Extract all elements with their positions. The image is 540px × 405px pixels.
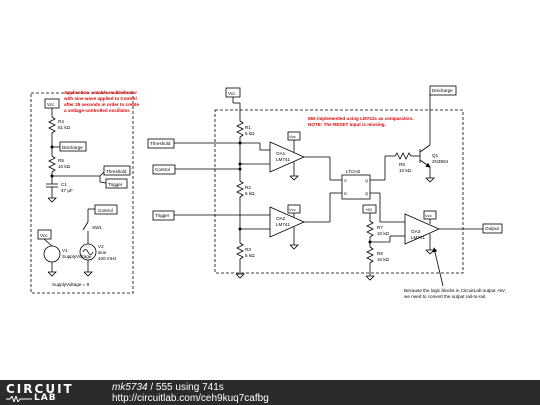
- resistor-r7: [366, 220, 374, 238]
- resistor-r8: [366, 246, 374, 264]
- note-logic-2: we need to convert the output rail-to-ra…: [404, 294, 486, 299]
- note-application-1: Application: astable multivibrator: [64, 90, 137, 95]
- vcc-label-top: Vcc: [228, 91, 236, 96]
- oa2-model: LM741: [276, 222, 290, 227]
- circuit-url[interactable]: http://circuitlab.com/ceh9kuq7cafbg: [112, 393, 269, 404]
- opamp-oa2: [269, 206, 305, 238]
- switch-sw1: [82, 221, 89, 231]
- r2-name: R2: [245, 185, 251, 190]
- note-logic-1: Because the logic blocks in CircuitLab o…: [404, 288, 506, 293]
- plus5v-tag: [362, 204, 377, 214]
- latch-s: S: [344, 178, 347, 183]
- threshold-tag-left: [103, 165, 131, 176]
- plus5v-label: +5V: [365, 207, 373, 212]
- latch-label: LTCH2: [346, 169, 361, 174]
- resistor-r5: [48, 155, 56, 173]
- v1-value: SupplyVoltage: [62, 254, 92, 259]
- note-impl-2: NOTE: The RESET input is missing.: [308, 122, 386, 127]
- oa3-model: LM741: [411, 235, 425, 240]
- resistor-r1: [236, 120, 244, 138]
- vcc-oa2-label: Vcc: [289, 207, 296, 212]
- r3-name: R3: [245, 247, 251, 252]
- opamp-oa3: [404, 213, 440, 245]
- r7-value: 10 kΩ: [377, 231, 390, 236]
- r8-name: R8: [377, 251, 383, 256]
- author-name[interactable]: mk5734: [112, 382, 148, 393]
- r5-value: 10 kΩ: [58, 164, 71, 169]
- r1-value: 5 kΩ: [245, 131, 255, 136]
- latch-qn: Q̄: [365, 191, 368, 196]
- r8-value: 10 kΩ: [377, 257, 390, 262]
- q1-model: 2N3904: [432, 159, 449, 164]
- circuitlab-logo[interactable]: CIRCUIT LAB: [6, 382, 96, 403]
- vcc-label-left: Vcc: [47, 102, 55, 107]
- v2-name: V2: [98, 244, 104, 249]
- trigger-tag-right: [152, 210, 175, 221]
- control-tag-left: [94, 204, 118, 215]
- output-tag: [482, 223, 503, 234]
- threshold-tag-right: [147, 138, 175, 149]
- logo-text-top: CIRCUIT: [6, 382, 74, 396]
- r1-name: R1: [245, 125, 251, 130]
- threshold-label-right: Threshold: [150, 141, 171, 146]
- resistor-r2: [236, 180, 244, 198]
- control-tag-right: [152, 164, 176, 175]
- r2-value: 5 kΩ: [245, 191, 255, 196]
- sw1-label: SW1: [92, 225, 102, 230]
- discharge-tag-right: [429, 85, 457, 96]
- r6-name: R6: [399, 162, 405, 167]
- vcc-oa3-label: Vcc: [425, 213, 432, 218]
- note-application-2: with sine wave applied to Control: [63, 96, 137, 101]
- control-label-right: Control: [155, 167, 170, 172]
- title-separator: /: [147, 382, 156, 393]
- v2-type: sine: [98, 250, 107, 255]
- oa3-name: OA3: [411, 229, 421, 234]
- resistor-r4: [48, 116, 56, 134]
- discharge-label-left: Discharge: [62, 145, 83, 150]
- r3-value: 5 kΩ: [245, 253, 255, 258]
- note-application-4: a voltage-controlled oscillator.: [64, 108, 130, 113]
- circuit-title: mk5734 / 555 using 741s: [112, 382, 224, 393]
- source-v1: [43, 245, 61, 263]
- trigger-label-left: Trigger: [108, 182, 123, 187]
- logo-wave-icon: [6, 396, 32, 402]
- logo-text-bottom: LAB: [34, 393, 57, 403]
- right-dashed-box: [214, 109, 464, 274]
- output-label: Output: [485, 226, 500, 231]
- opamp-oa1: [269, 141, 305, 173]
- c1-value: 47 μF: [61, 188, 73, 193]
- control-label-left: Control: [98, 208, 113, 213]
- note-application-3: after 25 seconds in order to create: [64, 102, 140, 107]
- circuit-name: 555 using 741s: [155, 382, 224, 393]
- latch-q: Q: [365, 178, 368, 183]
- supply-note: SupplyVoltage = 9: [52, 282, 90, 287]
- r6-value: 10 kΩ: [399, 168, 412, 173]
- latch-r: R: [344, 191, 347, 196]
- oa1-name: OA1: [276, 151, 286, 156]
- r4-name: R4: [58, 119, 64, 124]
- v1-name: V1: [62, 248, 68, 253]
- resistor-r6: [394, 152, 412, 160]
- trigger-label-right: Trigger: [155, 213, 170, 218]
- latch-ltch2: [341, 174, 371, 200]
- r7-name: R7: [377, 225, 383, 230]
- vcc-oa1-label: Vcc: [289, 134, 296, 139]
- r4-value: 51 kΩ: [58, 125, 71, 130]
- discharge-tag-left: [59, 141, 87, 152]
- r5-name: R5: [58, 158, 64, 163]
- schematic-canvas: Application: astable multivibrator with …: [30, 85, 506, 299]
- c1-name: C1: [61, 182, 67, 187]
- vcc2-label: Vcc: [40, 233, 48, 238]
- threshold-label-left: Threshold: [106, 169, 127, 174]
- footer-bar: CIRCUIT LAB mk5734 / 555 using 741s http…: [0, 380, 540, 405]
- q1-name: Q1: [432, 153, 439, 158]
- v2-value: 100 mHz: [98, 256, 117, 261]
- left-dashed-box: [30, 92, 134, 294]
- discharge-label-right: Discharge: [432, 88, 453, 93]
- oa1-model: LM741: [276, 157, 290, 162]
- note-impl-1: 555 implemented using LM741s as comparat…: [308, 116, 414, 121]
- trigger-tag-left: [105, 178, 128, 189]
- resistor-r3: [236, 242, 244, 260]
- oa2-name: OA2: [276, 216, 286, 221]
